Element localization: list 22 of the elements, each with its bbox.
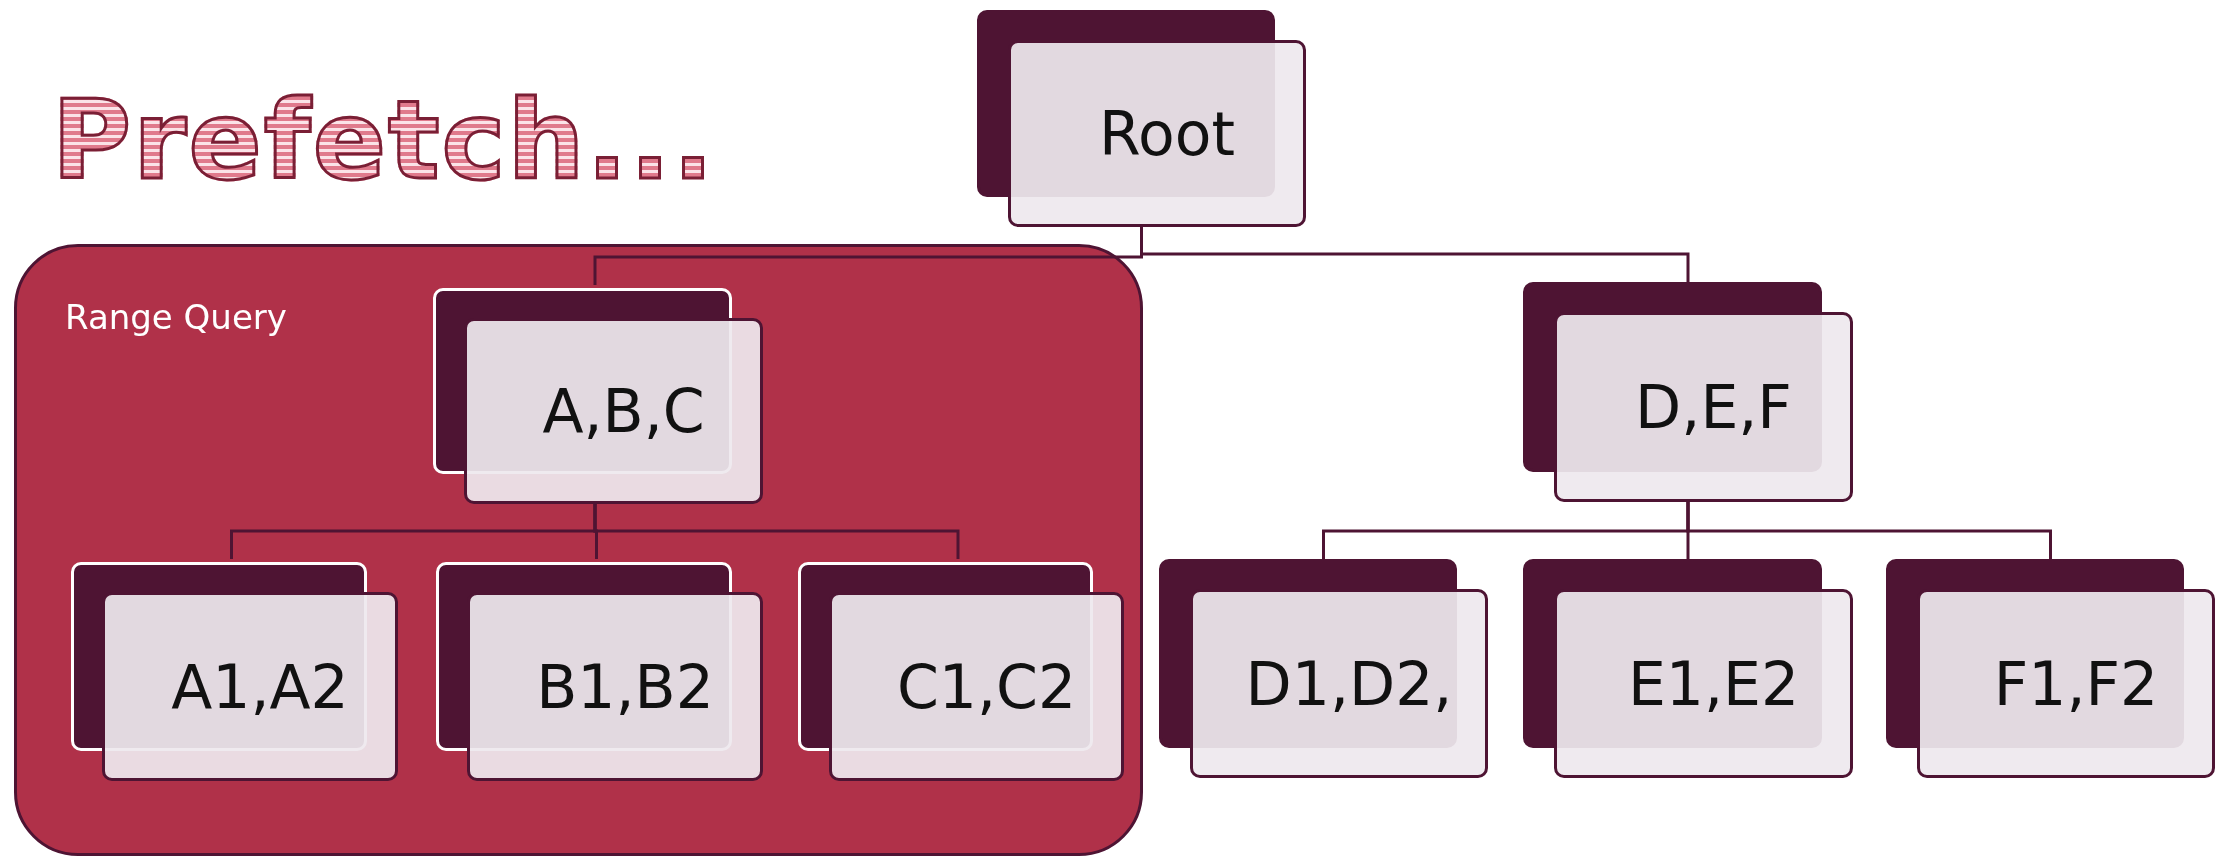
node-label: D,E,F [1634, 372, 1792, 442]
tree-node [977, 10, 1306, 227]
node-label: A1,A2 [170, 651, 349, 722]
node-label: A,B,C [541, 376, 705, 446]
tree-node [1523, 559, 1853, 778]
tree-node [433, 288, 763, 504]
connector-line [593, 501, 960, 559]
node-label: D1,D2, [1244, 648, 1453, 719]
node-label: C1,C2 [895, 651, 1077, 722]
tree-node [1523, 282, 1853, 502]
tree-node [1886, 559, 2215, 778]
node-label: E1,E2 [1626, 648, 1800, 719]
panel-label: Range Query [65, 297, 287, 337]
connector-line [1686, 502, 2052, 559]
node-label: B1,B2 [535, 651, 714, 722]
node-label: F1,F2 [1992, 648, 2159, 719]
node-label: Root [1098, 98, 1235, 169]
tree-node [1159, 559, 1488, 778]
tree-node [71, 562, 398, 781]
tree-node [798, 562, 1124, 781]
range-panel [14, 244, 1143, 856]
tree-node [436, 562, 763, 781]
